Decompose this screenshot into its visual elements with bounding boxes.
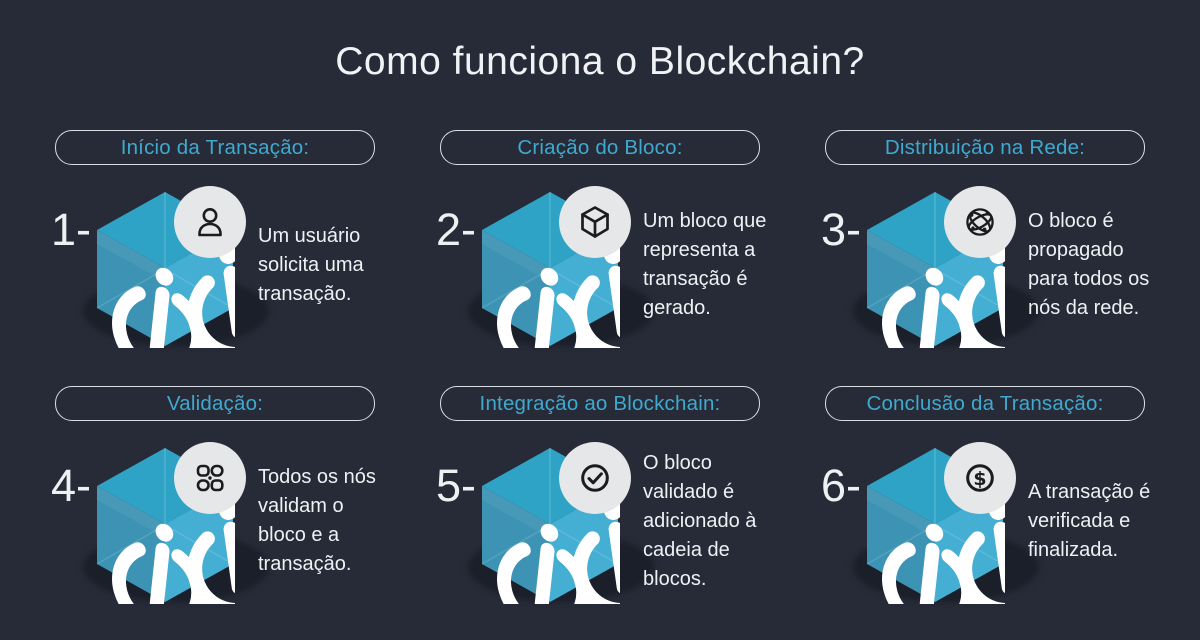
step-5-body: 5- O bloco validado é adicionado à cadei…: [436, 421, 760, 618]
step-3-illustration: [853, 186, 1039, 348]
step-2-body: 2- Um bloco que representa a transação é…: [436, 165, 766, 362]
check-circle-icon: [575, 458, 615, 498]
step-1-description-text: Um usuário solicita uma transação.: [258, 224, 364, 305]
cube-icon: [575, 202, 615, 242]
step-3-number: 3-: [821, 204, 862, 255]
step-4-label-pill: Validação:: [55, 386, 375, 421]
step-2-description: Um bloco que representa a transação é ge…: [643, 185, 769, 345]
step-5-number: 5-: [436, 460, 477, 511]
step-3-badge: [944, 186, 1016, 258]
step-1-label-pill: Início da Transação:: [55, 130, 375, 165]
step-2: Criação do Bloco: 2- Um bloco que repres…: [436, 130, 766, 362]
step-6-label-pill: Conclusão da Transação:: [825, 386, 1145, 421]
step-1-body: 1- Um usuário solicita uma transação.: [51, 165, 375, 362]
step-2-badge: [559, 186, 631, 258]
step-6-illustration: [853, 442, 1039, 604]
step-4-number: 4-: [51, 460, 92, 511]
step-6-badge: [944, 442, 1016, 514]
step-4-description-text: Todos os nós validam o bloco e a transaç…: [258, 466, 376, 575]
step-6-description: A transação é verificada e finalizada.: [1028, 441, 1154, 601]
user-icon: [190, 202, 230, 242]
step-6: Conclusão da Transação: 6- A transação é…: [821, 386, 1150, 618]
step-1-badge: [174, 186, 246, 258]
step-2-description-text: Um bloco que representa a transação é ge…: [643, 210, 767, 319]
step-3-body: 3- O bloco é propagado para todos os nós…: [821, 165, 1149, 362]
linked-nodes-icon: [190, 458, 230, 498]
step-1: Início da Transação: 1- Um usuário solic…: [51, 130, 375, 362]
step-5-description: O bloco validado é adicionado à cadeia d…: [643, 441, 769, 601]
step-5-illustration: [468, 442, 654, 604]
step-6-number: 6-: [821, 460, 862, 511]
network-globe-icon: [960, 202, 1000, 242]
step-1-description: Um usuário solicita uma transação.: [258, 185, 384, 345]
step-2-illustration: [468, 186, 654, 348]
steps-row-2: Validação: 4- Todos os nós validam o blo…: [0, 386, 1200, 618]
dollar-circle-icon: [960, 458, 1000, 498]
step-1-number: 1-: [51, 204, 92, 255]
step-3-description-text: O bloco é propagado para todos os nós da…: [1028, 210, 1150, 319]
step-2-number: 2-: [436, 204, 477, 255]
step-4: Validação: 4- Todos os nós validam o blo…: [51, 386, 376, 618]
page-title: Como funciona o Blockchain?: [335, 40, 865, 83]
step-3-label-pill: Distribuição na Rede:: [825, 130, 1145, 165]
step-4-description: Todos os nós validam o bloco e a transaç…: [258, 441, 384, 601]
step-4-illustration: [83, 442, 269, 604]
step-6-body: 6- A transação é verificada e finalizada…: [821, 421, 1150, 618]
step-1-illustration: [83, 186, 269, 348]
step-5-description-text: O bloco validado é adicionado à cadeia d…: [643, 451, 757, 590]
step-5: Integração ao Blockchain: 5- O bloco val…: [436, 386, 760, 618]
steps-row-1: Início da Transação: 1- Um usuário solic…: [0, 130, 1200, 362]
step-3-description: O bloco é propagado para todos os nós da…: [1028, 185, 1154, 345]
step-4-badge: [174, 442, 246, 514]
step-6-description-text: A transação é verificada e finalizada.: [1028, 480, 1151, 561]
step-2-label-pill: Criação do Bloco:: [440, 130, 760, 165]
step-4-body: 4- Todos os nós validam o bloco e a tran…: [51, 421, 376, 618]
step-5-badge: [559, 442, 631, 514]
step-3: Distribuição na Rede: 3- O bloco é propa…: [821, 130, 1149, 362]
step-5-label-pill: Integração ao Blockchain:: [440, 386, 760, 421]
